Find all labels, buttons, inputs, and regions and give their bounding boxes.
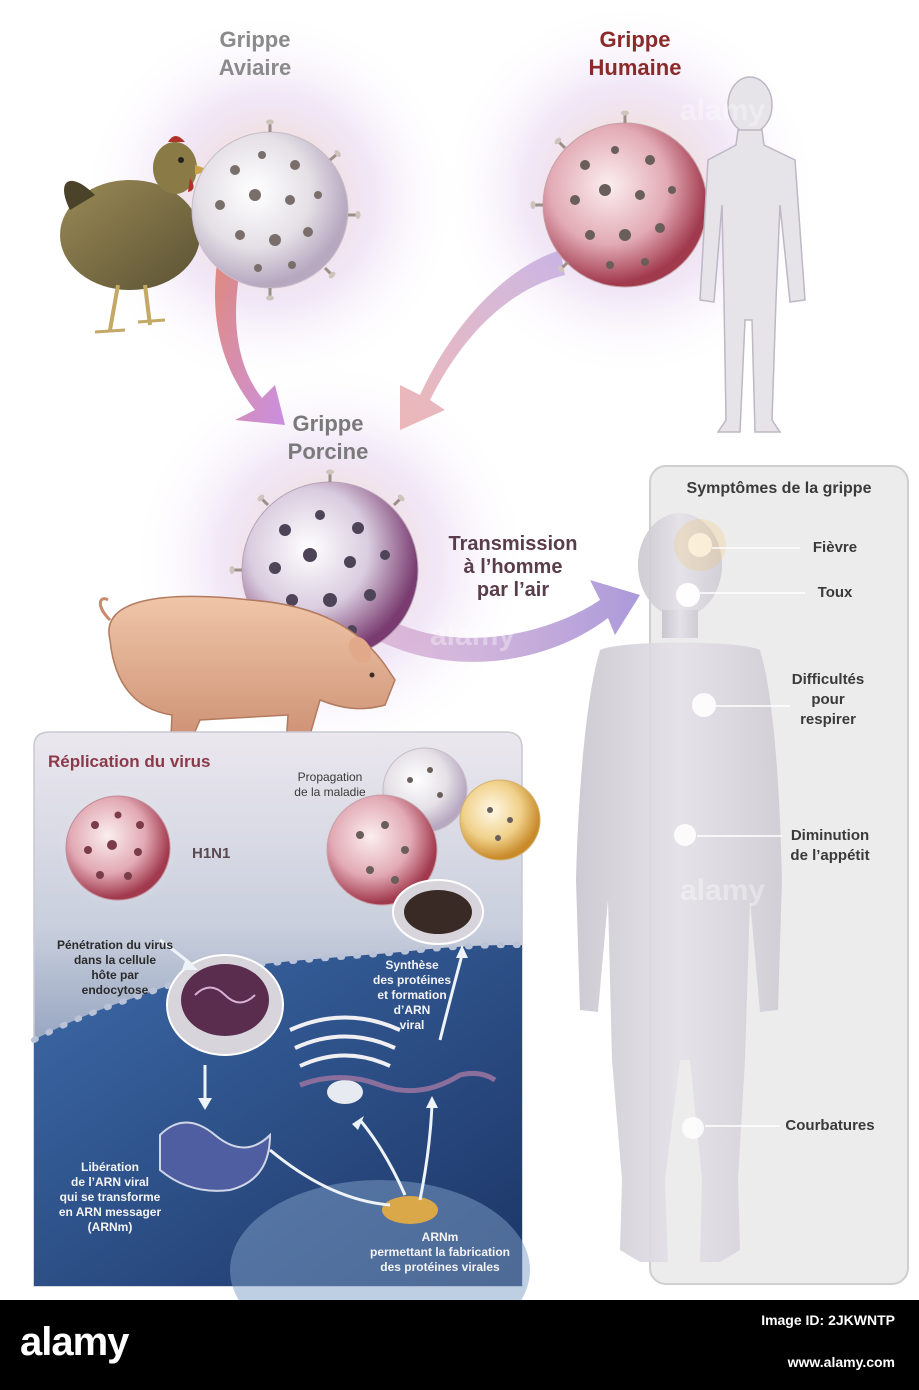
entry-label-line4: endocytose [81,983,149,997]
title-avian-line1: Grippe [219,27,291,52]
mrna-label-line2: permettant la fabrication [369,1245,511,1259]
entry-label: Pénétration du virus dans la cellule hôt… [40,938,190,998]
spread-label: Propagation de la maladie [280,770,380,800]
endocytosis-vesicle [166,954,284,1056]
entry-label-line2: dans la cellule [73,953,157,967]
title-human-line2: Humaine [588,55,682,80]
title-human-line1: Grippe [599,27,671,52]
synthesis-label-line5: viral [399,1018,425,1032]
title-swine: Grippe Porcine [268,410,388,466]
synthesis-label-line2: des protéines [372,973,452,987]
process-arrowheads [182,945,468,1130]
h1n1-virus [58,788,178,908]
mrna-label-line3: des protéines virales [380,1260,500,1274]
diagram-illustration: alamy alamy alamy [31,0,909,1360]
title-human: Grippe Humaine [575,26,695,82]
mrna-label-line1: ARNm [421,1230,459,1244]
mrna-label: ARNm permettant la fabrication des proté… [355,1230,525,1275]
symptom-aches: Courbatures [785,1117,875,1134]
transmission-line3: par l’air [476,579,550,601]
influenza-diagram: alamy alamy alamy Grippe Aviaire Grippe … [31,0,909,1360]
synthesis-label-line3: et formation [377,988,447,1002]
alamy-logo: alamy [20,1320,129,1364]
arrow-transmission [352,580,640,662]
title-swine-line1: Grippe [292,411,364,436]
symptom-cough: Toux [817,584,853,601]
propagation-viruses [326,747,541,906]
hen-illustration [60,136,210,334]
release-label-line1: Libération [80,1160,139,1174]
release-label: Libération de l’ARN viral qui se transfo… [40,1160,180,1235]
arrow-human-to-swine [400,250,565,430]
mrna-glow [382,1196,438,1224]
golgi-apparatus [289,1015,401,1104]
entry-label-line3: hôte par [91,968,139,982]
spread-label-line1: Propagation [297,770,363,784]
replication-title: Réplication du virus [48,752,211,771]
avian-virus [191,119,361,301]
synthesis-label-line4: d’ARN [393,1003,431,1017]
pig-illustration [98,595,396,761]
synthesis-label-line1: Synthèse [385,958,439,972]
transmission-line2: à l’homme [463,556,563,578]
strain-label: H1N1 [192,845,231,862]
human-virus [530,110,708,288]
title-avian-line2: Aviaire [218,55,292,80]
symptom-fever: Fièvre [812,539,858,556]
spread-label-line2: de la maladie [294,785,366,799]
site-url: www.alamy.com [787,1354,895,1370]
symptom-appetite-line1: Diminution [790,827,870,844]
release-label-line2: de l’ARN viral [70,1175,150,1189]
human-figure-small [699,76,806,433]
symptom-breathing-line3: respirer [800,711,856,728]
watermark-top: alamy [680,94,765,127]
image-id: Image ID: 2JKWNTP [761,1312,895,1328]
transmission-line1: Transmission [448,533,578,555]
symptom-breathing-line1: Difficultés [791,671,865,688]
watermark-body: alamy [680,874,765,907]
release-label-line3: qui se transforme [59,1190,161,1204]
stock-footer: alamy Image ID: 2JKWNTP www.alamy.com [0,1300,919,1390]
title-swine-line2: Porcine [287,439,369,464]
entry-label-line1: Pénétration du virus [56,938,174,952]
symptom-leader-lines [697,547,805,1127]
release-label-line5: (ARNm) [87,1220,133,1234]
release-label-line4: en ARN messager [58,1205,162,1219]
human-body-symptoms [576,513,782,1262]
symptom-breathing: Difficultés pour respirer [778,670,878,730]
synthesis-label: Synthèse des protéines et formation d’AR… [362,958,462,1033]
rna-strand [299,1070,497,1094]
symptom-appetite-line2: de l’appétit [790,847,870,864]
title-avian: Grippe Aviaire [195,26,315,82]
viral-rna-structure [159,1121,272,1192]
watermark-center: alamy [430,619,515,652]
symptoms-title: Symptômes de la grippe [686,480,872,497]
symptom-breathing-line2: pour [811,691,845,708]
process-arrows [159,938,464,1207]
exocytosis-vesicle [392,879,484,945]
transmission-label: Transmission à l’homme par l’air [428,533,598,602]
symptom-appetite: Diminution de l’appétit [775,826,885,866]
